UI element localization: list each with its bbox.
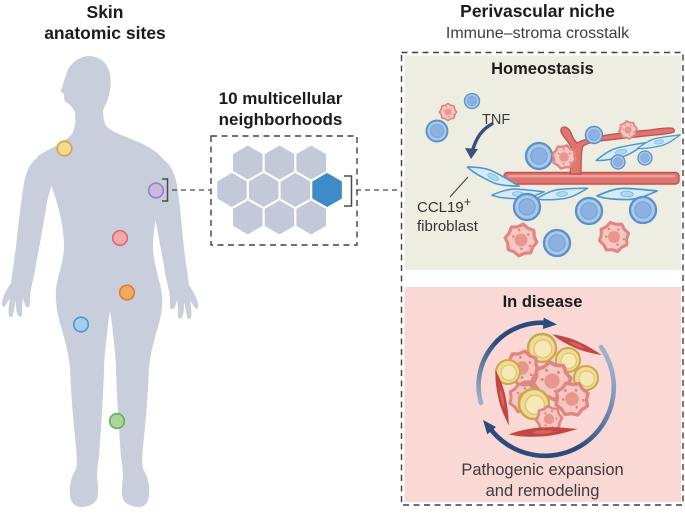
site-dot-hip: [118, 284, 136, 301]
ccl19-line2: fibroblast: [417, 217, 478, 235]
right-title: Perivascular niche: [460, 1, 615, 21]
middle-title: 10 multicellular neighborhoods: [200, 88, 361, 130]
lymphocyte: [637, 150, 653, 166]
lymphocyte: [584, 125, 604, 145]
hexagon-grid: [215, 143, 344, 237]
hexagon: [231, 198, 265, 237]
hexagon-dashed-box: [210, 135, 358, 246]
middle-title-line1: 10 multicellular: [218, 89, 343, 108]
site-dot-shoulder: [56, 140, 73, 157]
bracket-left: [162, 178, 169, 202]
right-subtitle: Immune–stroma crosstalk: [445, 25, 630, 42]
hexagon: [294, 198, 328, 237]
connectors: [162, 175, 400, 207]
cycle-arrows: [476, 317, 617, 459]
site-dot-forearm: [147, 182, 165, 199]
disease-caption-line2: and remodeling: [485, 482, 600, 500]
homeostasis-scene: [425, 92, 683, 260]
ccl19-gene: CCL19: [417, 199, 464, 216]
ccl19-superscript: +: [463, 195, 472, 209]
tnf-label: TNF: [482, 112, 511, 128]
left-title-line2: anatomic sites: [44, 23, 166, 43]
myeloid-cell: [438, 102, 458, 122]
left-title-line1: Skin: [86, 2, 124, 22]
lymphocyte: [463, 92, 481, 110]
lymphocyte: [574, 196, 604, 226]
perivascular-dashed-box: [400, 51, 684, 506]
lymphocyte: [512, 192, 542, 222]
body-silhouette: [1, 56, 199, 507]
disease-scene: [476, 317, 617, 459]
lymphocyte: [425, 119, 449, 143]
ccl19-pointer-line: [449, 176, 469, 198]
ccl19-fibroblast-label: CCL19+ fibroblast: [417, 193, 478, 236]
site-dot-knee: [72, 316, 90, 333]
lymphocyte: [628, 195, 658, 225]
disease-caption-line1: Pathogenic expansion: [461, 461, 624, 479]
anatomic-site-dots: [56, 140, 165, 430]
middle-title-line2: neighborhoods: [218, 110, 343, 129]
lymphocyte: [524, 141, 554, 171]
lymphocyte: [610, 154, 626, 170]
hexagon: [262, 198, 297, 237]
site-dot-abdomen: [111, 229, 129, 247]
disease-label: In disease: [502, 293, 583, 311]
disease-caption: Pathogenic expansion and remodeling: [404, 460, 681, 502]
homeostasis-label: Homeostasis: [491, 60, 594, 78]
lymphocyte: [542, 228, 572, 258]
tnf-arrow: [465, 122, 494, 159]
bracket-right: [344, 175, 353, 207]
site-dot-lower-leg: [108, 412, 126, 430]
left-title: Skin anatomic sites: [15, 2, 195, 44]
